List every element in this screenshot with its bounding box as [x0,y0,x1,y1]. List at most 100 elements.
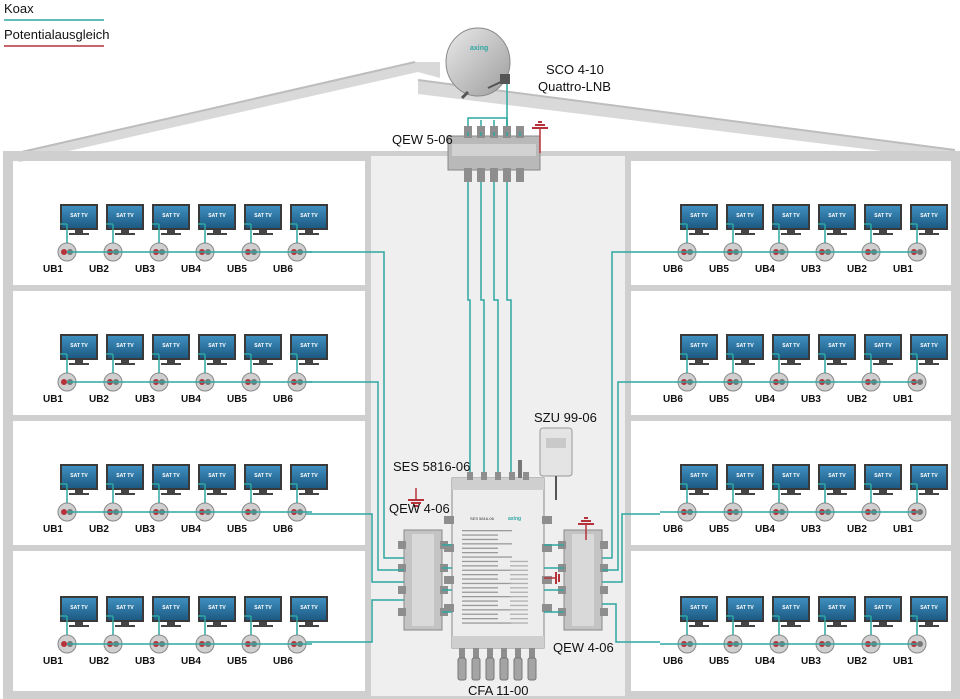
outlet-label: UB4 [754,524,775,535]
svg-text:SAT TV: SAT TV [690,473,708,479]
tv: SAT TV [290,596,328,627]
outlet-label: UB1 [892,394,913,405]
lnb-type: Quattro-LNB [538,79,611,94]
outlet-label: UB6 [272,264,293,275]
svg-text:SAT TV: SAT TV [690,343,708,349]
svg-text:SAT TV: SAT TV [874,473,892,479]
svg-text:SAT TV: SAT TV [116,343,134,349]
tv: SAT TV [152,334,190,365]
tv: SAT TV [60,334,98,365]
ground-symbol-left [408,488,424,507]
outlet-label: UB2 [846,524,867,535]
tv: SAT TV [106,596,144,627]
svg-text:SAT TV: SAT TV [736,213,754,219]
outlet-label: UB6 [662,264,683,275]
tv: SAT TV [290,334,328,365]
svg-text:SAT TV: SAT TV [690,213,708,219]
multiswitch: SES 5816-06 axing [444,460,560,649]
outlet-label: UB6 [272,394,293,405]
outlet-label: UB5 [226,394,247,405]
svg-text:SAT TV: SAT TV [162,343,180,349]
tv: SAT TV [818,464,856,495]
svg-text:SAT TV: SAT TV [736,605,754,611]
tv: SAT TV [244,464,282,495]
tv: SAT TV [910,334,948,365]
tv: SAT TV [680,204,718,235]
outlet-label: UB5 [708,264,729,275]
terminator-label: CFA 11-00 [468,683,529,698]
legend-potential-label: Potentialausgleich [4,27,110,42]
svg-text:SAT TV: SAT TV [782,213,800,219]
outlet-label: UB2 [846,656,867,667]
svg-text:SAT TV: SAT TV [920,213,938,219]
outlet-label: UB3 [800,394,821,405]
svg-text:SAT TV: SAT TV [254,213,272,219]
tv: SAT TV [772,334,810,365]
tv: SAT TV [772,464,810,495]
tv: SAT TV [106,204,144,235]
outlet-label: UB2 [846,394,867,405]
power-supply [539,427,573,500]
svg-text:SAT TV: SAT TV [70,213,88,219]
tv: SAT TV [60,464,98,495]
lnb-name: SCO 4-10 [546,62,604,77]
svg-text:SAT TV: SAT TV [300,213,318,219]
svg-text:SAT TV: SAT TV [300,343,318,349]
svg-text:SAT TV: SAT TV [208,213,226,219]
svg-text:SAT TV: SAT TV [208,473,226,479]
switch-label: SES 5816-06 [393,459,471,474]
tv: SAT TV [198,464,236,495]
svg-text:SAT TV: SAT TV [782,473,800,479]
outlet-label: UB1 [42,656,63,667]
tv: SAT TV [60,596,98,627]
tv: SAT TV [818,596,856,627]
qew4-06-right-block [558,529,608,631]
outlet-label: UB3 [800,656,821,667]
tv: SAT TV [106,464,144,495]
svg-text:SAT TV: SAT TV [162,605,180,611]
svg-text:SAT TV: SAT TV [874,605,892,611]
tv: SAT TV [726,204,764,235]
tv: SAT TV [726,334,764,365]
svg-text:SAT TV: SAT TV [828,343,846,349]
outlet-label: UB5 [708,394,729,405]
qew5-06-grounding-block [447,117,548,182]
svg-text:SAT TV: SAT TV [162,213,180,219]
floors: SAT TV SAT TV SAT TV SAT TV SAT TV SAT TV SAT … [57,204,948,654]
svg-text:SAT TV: SAT TV [828,605,846,611]
svg-text:SAT TV: SAT TV [70,605,88,611]
tv: SAT TV [680,464,718,495]
svg-text:SAT TV: SAT TV [920,343,938,349]
outlet-label: UB6 [272,656,293,667]
svg-text:SAT TV: SAT TV [690,605,708,611]
outlet-label: UB4 [754,656,775,667]
tv: SAT TV [726,596,764,627]
svg-text:axing: axing [470,45,488,52]
outlet-label: UB2 [88,394,109,405]
svg-text:SAT TV: SAT TV [254,343,272,349]
outlet-label: UB1 [892,264,913,275]
svg-text:SAT TV: SAT TV [920,605,938,611]
svg-text:SAT TV: SAT TV [116,213,134,219]
outlet-label: UB2 [88,656,109,667]
tv: SAT TV [60,204,98,235]
tv: SAT TV [864,596,902,627]
svg-text:SAT TV: SAT TV [300,605,318,611]
outlet-label: UB4 [180,656,201,667]
tv: SAT TV [864,334,902,365]
outlet-label: UB5 [226,656,247,667]
outlet-label: UB1 [892,524,913,535]
svg-text:SAT TV: SAT TV [736,343,754,349]
svg-text:SAT TV: SAT TV [874,343,892,349]
tv: SAT TV [198,596,236,627]
outlet-label: UB4 [754,264,775,275]
ground-symbol-right [578,517,594,540]
psu-label: SZU 99-06 [534,410,597,425]
tv: SAT TV [910,204,948,235]
svg-text:SAT TV: SAT TV [116,473,134,479]
tv: SAT TV [864,204,902,235]
outlet-label: UB6 [662,656,683,667]
legend-koax-label: Koax [4,1,34,16]
outlet-label: UB5 [708,524,729,535]
